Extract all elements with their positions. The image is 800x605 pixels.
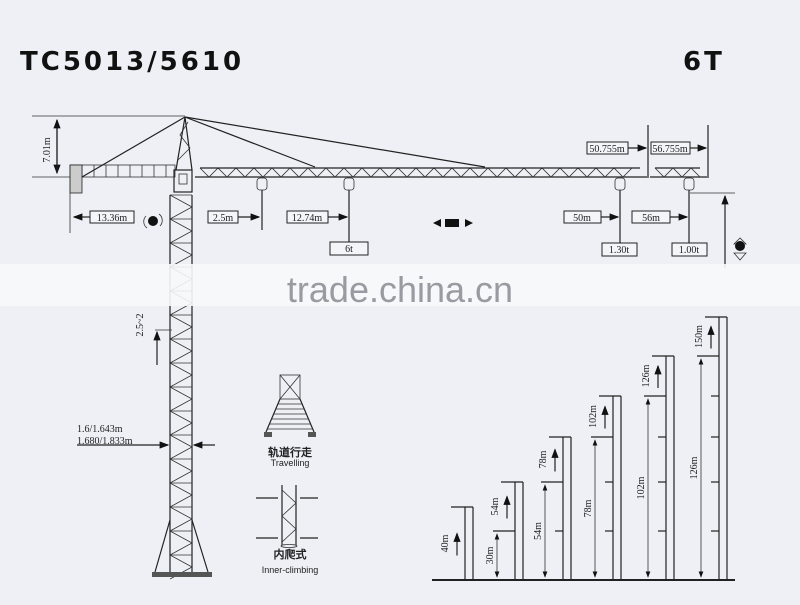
tower-head <box>173 116 193 193</box>
base-height-label: 30m <box>485 546 496 564</box>
svg-text:50m: 50m <box>573 213 591 224</box>
svg-text:2.5m: 2.5m <box>213 213 234 224</box>
height-config-5: 126m 102m <box>636 355 675 580</box>
free-height-label: 78m <box>538 450 549 468</box>
dim-min-radius: 2.5m <box>207 210 261 224</box>
trolley <box>614 177 626 191</box>
svg-text:12.74m: 12.74m <box>292 213 323 224</box>
svg-text:6t: 6t <box>345 244 353 255</box>
svg-text:13.36m: 13.36m <box>97 213 128 224</box>
inner-climbing-cn: 内爬式 <box>274 547 307 561</box>
hoist-up-down-icon <box>733 237 747 261</box>
height-config-2: 54m 30m <box>485 481 524 580</box>
free-height-label: 40m <box>440 534 451 552</box>
base-height-label: 78m <box>583 499 594 517</box>
pendant-lines <box>81 116 486 178</box>
jib-head-height: 7.01m <box>42 137 53 163</box>
inner-climbing-en: Inner-climbing <box>262 565 319 575</box>
dim-jib-56: 56.755m <box>650 125 709 178</box>
free-height-label: 102m <box>588 405 599 428</box>
model-title: TC5013/5610 <box>20 47 244 77</box>
hoist-height-arrow <box>690 192 735 268</box>
base-height-label: 126m <box>689 456 700 479</box>
travelling-cn: 轨道行走 <box>268 445 312 459</box>
svg-text:56.755m: 56.755m <box>652 144 688 155</box>
height-config-4: 102m 78m <box>583 395 622 580</box>
max-load-box: 6t <box>329 241 369 256</box>
mast-section-label: 2.5~2 <box>135 314 146 337</box>
free-height-label: 126m <box>641 364 652 387</box>
base-height-label: 54m <box>533 522 544 540</box>
height-config-1: 40m <box>440 506 474 580</box>
free-height-label: 150m <box>694 325 705 348</box>
free-height-label: 54m <box>490 497 501 515</box>
counter-jib <box>69 164 176 233</box>
load-50-box: 1.30t <box>601 242 638 257</box>
trolley <box>256 177 268 191</box>
capacity-title: 6T <box>683 47 725 77</box>
trolley <box>683 177 695 191</box>
travelling-config-icon <box>264 374 316 437</box>
jib <box>195 167 707 178</box>
height-config-6: 150m 126m <box>689 316 728 580</box>
height-config-3: 78m 54m <box>533 436 572 580</box>
inner-climbing-config-icon <box>256 485 318 548</box>
base-height-label: 102m <box>636 476 647 499</box>
svg-text:1.30t: 1.30t <box>609 245 630 256</box>
dim-counter-jib: 13.36m <box>72 210 135 224</box>
watermark-band <box>0 264 800 306</box>
slewing-icon <box>143 213 163 229</box>
svg-text:1.00t: 1.00t <box>679 245 700 256</box>
mast-width-1: 1.6/1.643m <box>77 424 123 435</box>
dim-max-load-radius: 12.74m <box>286 210 349 224</box>
trolleys-hooks <box>256 177 695 243</box>
mast-width-2: 1.680/1.833m <box>77 436 133 447</box>
load-56-box: 1.00t <box>671 242 708 257</box>
trolley-travel-icon <box>433 219 473 227</box>
dim-jib-50: 50.755m <box>586 125 649 178</box>
watermark: trade.china.cn <box>287 269 513 310</box>
trolley <box>343 177 355 191</box>
tower-mast <box>152 194 212 580</box>
travelling-en: Travelling <box>271 458 310 468</box>
dim-radius-50: 50m <box>563 210 620 224</box>
height-configurations: 40m 54m 30m 78m 54m 102m 78m 126m 102m 150m 126m <box>440 316 728 580</box>
dim-radius-56: 56m <box>631 210 689 224</box>
svg-text:56m: 56m <box>642 213 660 224</box>
svg-text:50.755m: 50.755m <box>589 144 625 155</box>
